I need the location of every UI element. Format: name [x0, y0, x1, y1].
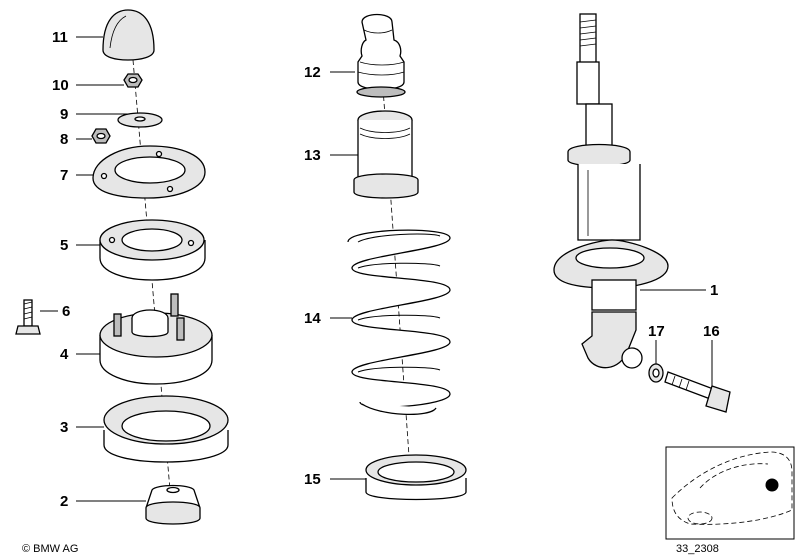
part-10-nut[interactable]: [123, 73, 143, 88]
part-3-ring[interactable]: [103, 395, 229, 463]
callout-17: 17: [648, 323, 665, 340]
callout-12: 12: [304, 64, 321, 81]
part-6-bolt[interactable]: [15, 299, 41, 335]
part-14-coil-spring[interactable]: [347, 229, 451, 416]
part-16-bolt[interactable]: [664, 371, 731, 413]
callout-16: 16: [703, 323, 720, 340]
location-marker-icon: [765, 478, 779, 492]
callout-7: 7: [60, 167, 68, 184]
callout-15: 15: [304, 471, 321, 488]
part-15-spring-seat[interactable]: [365, 454, 467, 501]
callout-3: 3: [60, 419, 68, 436]
part-5-ring[interactable]: [99, 219, 206, 281]
callout-8: 8: [60, 131, 68, 148]
diagram-code: 33_2308: [676, 543, 719, 555]
callout-13: 13: [304, 147, 321, 164]
vehicle-inset: [665, 446, 795, 540]
part-8-nut[interactable]: [91, 128, 111, 144]
car-outline-icon: [671, 451, 793, 525]
part-4-mount[interactable]: [99, 293, 213, 385]
callout-2: 2: [60, 493, 68, 510]
callout-1: 1: [710, 282, 718, 299]
part-7-plate[interactable]: [92, 145, 206, 199]
copyright-text: © BMW AG: [22, 543, 78, 555]
part-1-shock-absorber[interactable]: [553, 13, 669, 369]
inset-frame: [665, 446, 795, 540]
callout-9: 9: [60, 106, 68, 123]
callout-6: 6: [62, 303, 70, 320]
callout-10: 10: [52, 77, 69, 94]
part-2-bump-stop[interactable]: [145, 484, 201, 525]
part-12-bump-rubber[interactable]: [356, 13, 406, 98]
part-9-washer[interactable]: [117, 112, 163, 128]
part-17-washer[interactable]: [648, 363, 664, 383]
part-11-cap[interactable]: [102, 9, 155, 61]
callout-14: 14: [304, 310, 321, 327]
callout-11: 11: [52, 29, 68, 46]
part-13-dust-boot[interactable]: [353, 110, 419, 199]
callout-5: 5: [60, 237, 68, 254]
callout-4: 4: [60, 346, 69, 363]
